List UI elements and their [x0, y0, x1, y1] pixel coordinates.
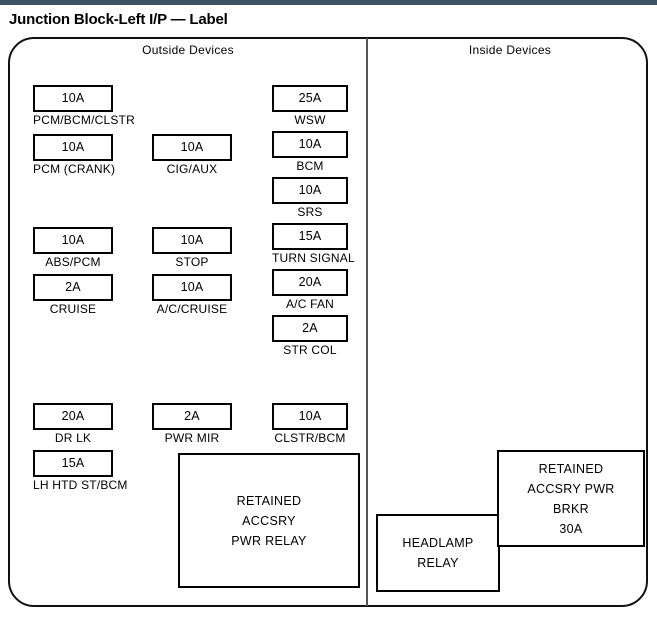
fuse-cig-aux[interactable]: 10A CIG/AUX: [152, 134, 232, 177]
retained-accsry-pwr-relay[interactable]: RETAINED ACCSRY PWR RELAY: [178, 453, 360, 588]
fuse-rating: 15A: [33, 450, 113, 477]
fuse-caption: WSW: [294, 113, 326, 127]
fuse-rating: 25A: [272, 85, 348, 112]
fuse-abs-pcm[interactable]: 10A ABS/PCM: [33, 227, 113, 270]
breaker-label-line1: RETAINED: [538, 461, 604, 476]
fuse-rating: 10A: [33, 85, 113, 112]
fuse-caption: STOP: [175, 255, 209, 269]
fuse-caption: STR COL: [283, 343, 337, 357]
fuse-rating: 2A: [152, 403, 232, 430]
breaker-label-line3: BRKR: [553, 501, 589, 516]
relay-label-line1: HEADLAMP: [402, 536, 474, 550]
fuse-stop[interactable]: 10A STOP: [152, 227, 232, 270]
fuse-rating: 10A: [272, 131, 348, 158]
section-heading-inside: Inside Devices: [468, 43, 552, 57]
fuse-caption: ABS/PCM: [45, 255, 101, 269]
fuse-caption: LH HTD ST/BCM: [33, 478, 128, 492]
relay-label-line3: PWR RELAY: [231, 533, 307, 548]
fuse-rating: 10A: [152, 227, 232, 254]
section-divider: [366, 38, 368, 606]
relay-label-line1: RETAINED: [236, 493, 302, 508]
headlamp-relay[interactable]: HEADLAMP RELAY: [376, 514, 500, 592]
fuse-rating: 10A: [33, 134, 113, 161]
fuse-rating: 15A: [272, 223, 348, 250]
relay-label-line2: RELAY: [417, 556, 459, 570]
fuse-bcm[interactable]: 10A BCM: [272, 131, 348, 174]
fuse-wsw[interactable]: 25A WSW: [272, 85, 348, 128]
fuse-rating: 2A: [272, 315, 348, 342]
relay-label-line2: ACCSRY: [242, 513, 296, 528]
fuse-rating: 10A: [272, 403, 348, 430]
fuse-caption: TURN SIGNAL: [272, 251, 355, 265]
fuse-caption: A/C FAN: [285, 297, 335, 311]
fuse-str-col[interactable]: 2A STR COL: [272, 315, 348, 358]
page-title: Junction Block-Left I/P — Label: [9, 11, 228, 28]
fuse-srs[interactable]: 10A SRS: [272, 177, 348, 220]
fuse-rating: 2A: [33, 274, 113, 301]
breaker-rating: 30A: [559, 521, 583, 536]
breaker-label-line2: ACCSRY PWR: [527, 481, 615, 496]
fuse-ac-cruise[interactable]: 10A A/C/CRUISE: [152, 274, 232, 317]
fuse-caption: PWR MIR: [164, 431, 220, 445]
fuse-turn-signal[interactable]: 15A TURN SIGNAL: [272, 223, 355, 266]
fuse-caption: DR LK: [54, 431, 92, 445]
fuse-cruise[interactable]: 2A CRUISE: [33, 274, 113, 317]
fuse-lh-htd-st-bcm[interactable]: 15A LH HTD ST/BCM: [33, 450, 128, 493]
fuse-rating: 20A: [272, 269, 348, 296]
fuse-rating: 20A: [33, 403, 113, 430]
fuse-caption: BCM: [296, 159, 324, 173]
fuse-rating: 10A: [272, 177, 348, 204]
top-accent-bar: [0, 0, 657, 5]
fuse-clstr-bcm[interactable]: 10A CLSTR/BCM: [272, 403, 348, 446]
fuse-caption: SRS: [297, 205, 323, 219]
fuse-rating: 10A: [152, 134, 232, 161]
fuse-pwr-mir[interactable]: 2A PWR MIR: [152, 403, 232, 446]
section-heading-outside: Outside Devices: [142, 43, 234, 57]
fuse-rating: 10A: [33, 227, 113, 254]
fuse-pcm-bcm-clstr[interactable]: 10A PCM/BCM/CLSTR: [33, 85, 135, 128]
retained-accsry-pwr-breaker[interactable]: RETAINED ACCSRY PWR BRKR 30A: [497, 450, 645, 547]
fuse-dr-lk[interactable]: 20A DR LK: [33, 403, 113, 446]
fuse-pcm-crank[interactable]: 10A PCM (CRANK): [33, 134, 116, 177]
fuse-caption: CRUISE: [49, 302, 97, 316]
fuse-rating: 10A: [152, 274, 232, 301]
fuse-caption: PCM (CRANK): [33, 162, 116, 176]
fuse-caption: PCM/BCM/CLSTR: [33, 113, 135, 127]
fuse-caption: A/C/CRUISE: [156, 302, 228, 316]
fuse-caption: CIG/AUX: [166, 162, 218, 176]
fuse-ac-fan[interactable]: 20A A/C FAN: [272, 269, 348, 312]
fuse-caption: CLSTR/BCM: [274, 431, 346, 445]
